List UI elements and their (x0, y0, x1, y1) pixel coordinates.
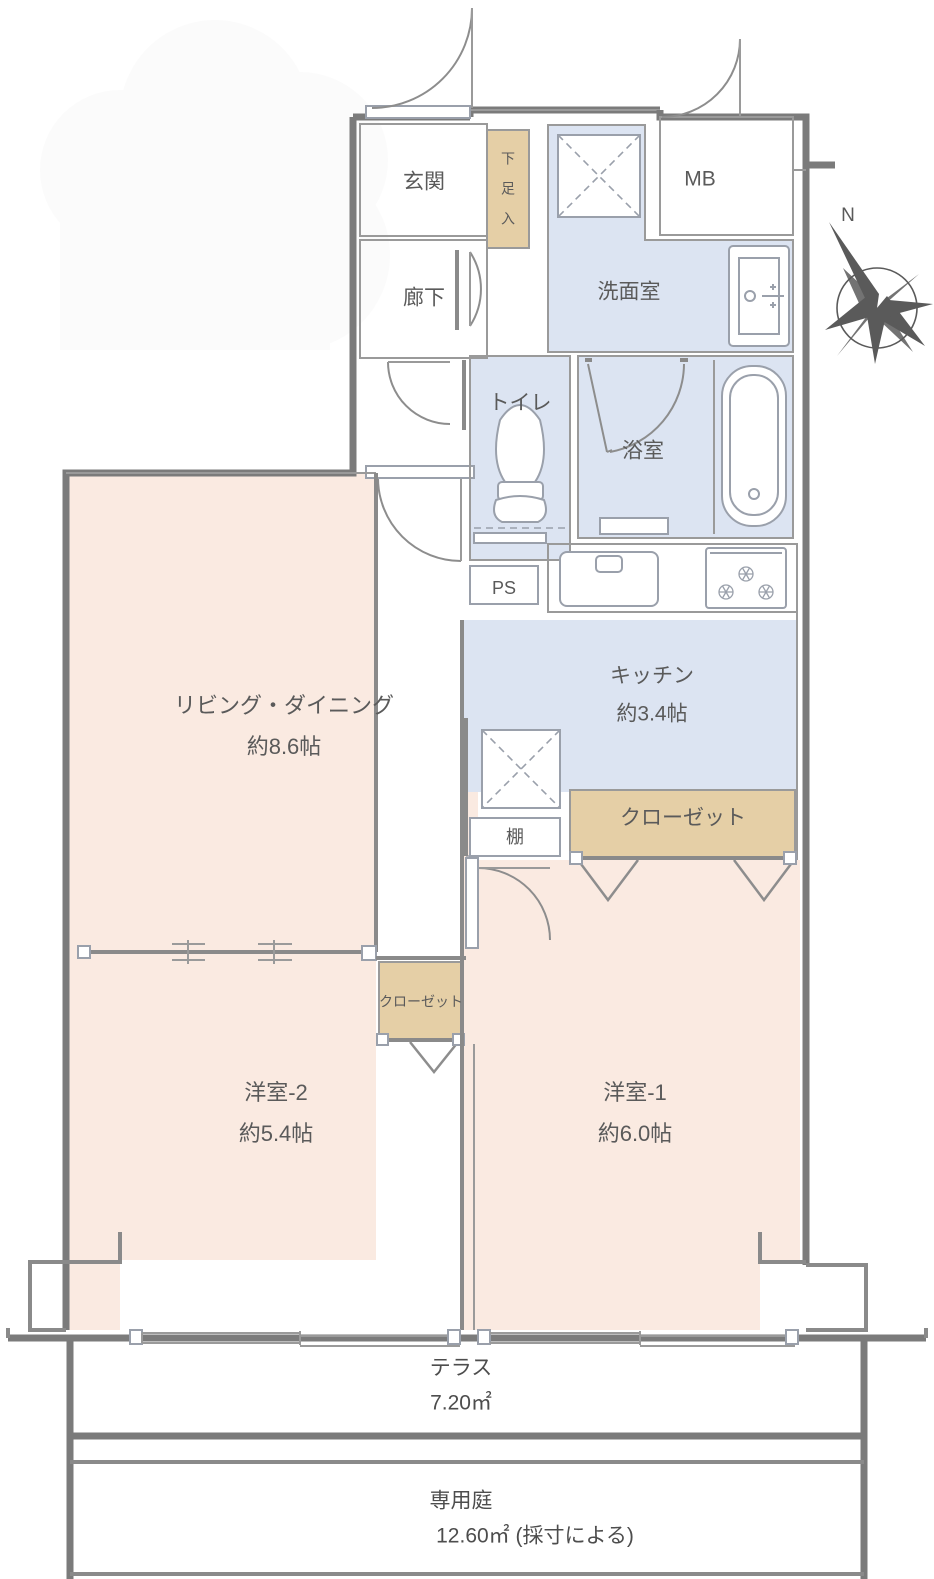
closet-middle-jamb-1 (376, 1033, 389, 1046)
label-shoe-cabinet-2: 足 (501, 181, 515, 197)
label-ps: PS (492, 578, 516, 598)
outdoor-area (66, 1338, 868, 1579)
washroom-outline (547, 124, 794, 353)
bath-counter (599, 517, 669, 535)
label-toilet: トイレ (489, 392, 552, 415)
ld-door-panel (365, 465, 475, 479)
window-jamb-c (477, 1329, 491, 1345)
label-bathroom: 浴室 (622, 440, 664, 463)
stove-top (705, 547, 787, 609)
washroom-area (547, 124, 794, 353)
corridor-door-swing (387, 361, 451, 425)
window-jamb-a (129, 1329, 143, 1345)
hall-outline (359, 239, 488, 359)
toilet-tank (493, 495, 547, 523)
bathroom-outline (577, 355, 794, 539)
fill-closet-kitchen (570, 790, 795, 858)
label-shoe-cabinet-1: 下 (501, 151, 515, 167)
toilet-door-panel (473, 532, 547, 544)
label-washroom: 洗面室 (598, 281, 661, 304)
kitchen-room-area (460, 612, 798, 952)
closet-kitchen-door-2 (733, 859, 795, 903)
overhead-storage-x (557, 134, 641, 218)
room-labels: 玄関 下 足 入 廊下 MB 洗面室 トイレ 浴室 PS キッチン 約3.4帖 … (174, 151, 746, 1548)
label-garden-name: 専用庭 (430, 1490, 493, 1513)
label-shoe-cabinet-3: 入 (501, 211, 515, 227)
living-dining-area (66, 472, 378, 964)
drain-icon (744, 290, 756, 302)
entry-area (359, 7, 530, 562)
label-bedroom2-area: 約5.4帖 (239, 1121, 314, 1146)
entrance-door-panel (365, 105, 471, 119)
label-ld-area: 約8.6帖 (247, 734, 322, 759)
washing-machine-pan (728, 245, 790, 347)
label-terrace-name: テラス (430, 1357, 493, 1380)
closet-jamb-2 (783, 851, 797, 865)
fill-living-dining (66, 473, 376, 952)
fill-bedroom-1 (462, 860, 800, 1330)
fill-bedroom-2 (66, 952, 376, 1330)
label-corridor: 廊下 (403, 287, 445, 310)
bathtub-drain (748, 488, 760, 500)
label-garden-area: 12.60㎡ (採寸による) (436, 1524, 634, 1548)
shoe-cabinet-outline (486, 129, 530, 249)
faucet-icon (762, 284, 784, 308)
toilet-area (387, 355, 571, 605)
fill-closet-middle (379, 962, 463, 1040)
bedroom1-door-panel (465, 857, 479, 949)
meter-box-area (659, 38, 806, 236)
ld-door-swing (377, 477, 462, 562)
mb-door-swing (661, 38, 741, 118)
label-shelf: 棚 (506, 827, 524, 847)
north-arrow: N (825, 205, 933, 364)
shelf-outline (469, 817, 561, 857)
hall-door-swing (469, 251, 482, 327)
label-closet-kitchen: クローゼット (620, 807, 746, 830)
label-terrace-area: 7.20㎡ (430, 1391, 492, 1415)
windows-bottom (129, 1329, 799, 1347)
bedroom-partition (460, 952, 475, 1330)
label-kitchen-name: キッチン (610, 665, 694, 688)
label-bedroom1-name: 洋室-1 (603, 1080, 667, 1105)
window-jamb-d (785, 1329, 799, 1345)
label-closet-middle: クローゼット (379, 994, 463, 1010)
partition-jamb-left (77, 945, 91, 959)
toilet-outline (469, 355, 571, 561)
watermark-blob (40, 20, 390, 350)
fill-shoe-cabinet (487, 130, 529, 248)
overhead-storage-kitchen-x (481, 729, 561, 809)
mb-outline (659, 116, 794, 236)
ps-outline (469, 565, 539, 605)
north-label: N (841, 205, 855, 226)
entrance-door-swing (371, 7, 473, 109)
toilet-bowl (495, 404, 545, 483)
burner-icons (718, 566, 774, 600)
label-bedroom2-name: 洋室-2 (244, 1080, 308, 1105)
label-genkan: 玄関 (403, 171, 445, 194)
label-bedroom1-area: 約6.0帖 (598, 1121, 673, 1146)
kitchen-sink (559, 551, 659, 607)
window-jamb-b (447, 1329, 461, 1345)
label-mb: MB (684, 168, 716, 191)
bathtub-inner (729, 374, 779, 516)
label-kitchen-area: 約3.4帖 (616, 703, 687, 726)
label-ld-name: リビング・ダイニング (174, 693, 394, 718)
closet-kitchen-door-1 (577, 859, 639, 903)
bath-door-leaf (587, 363, 613, 453)
bathroom-area (577, 355, 794, 539)
closet-middle-door (409, 1041, 459, 1075)
closet-jamb-1 (569, 851, 583, 865)
bedroom1-door-swing (477, 867, 551, 941)
kitchen-counter-area (547, 543, 798, 613)
partition-jamb-right (361, 945, 377, 961)
bathtub-outer (721, 365, 787, 527)
sink-faucet (595, 555, 623, 573)
bath-door-swing (609, 363, 685, 453)
